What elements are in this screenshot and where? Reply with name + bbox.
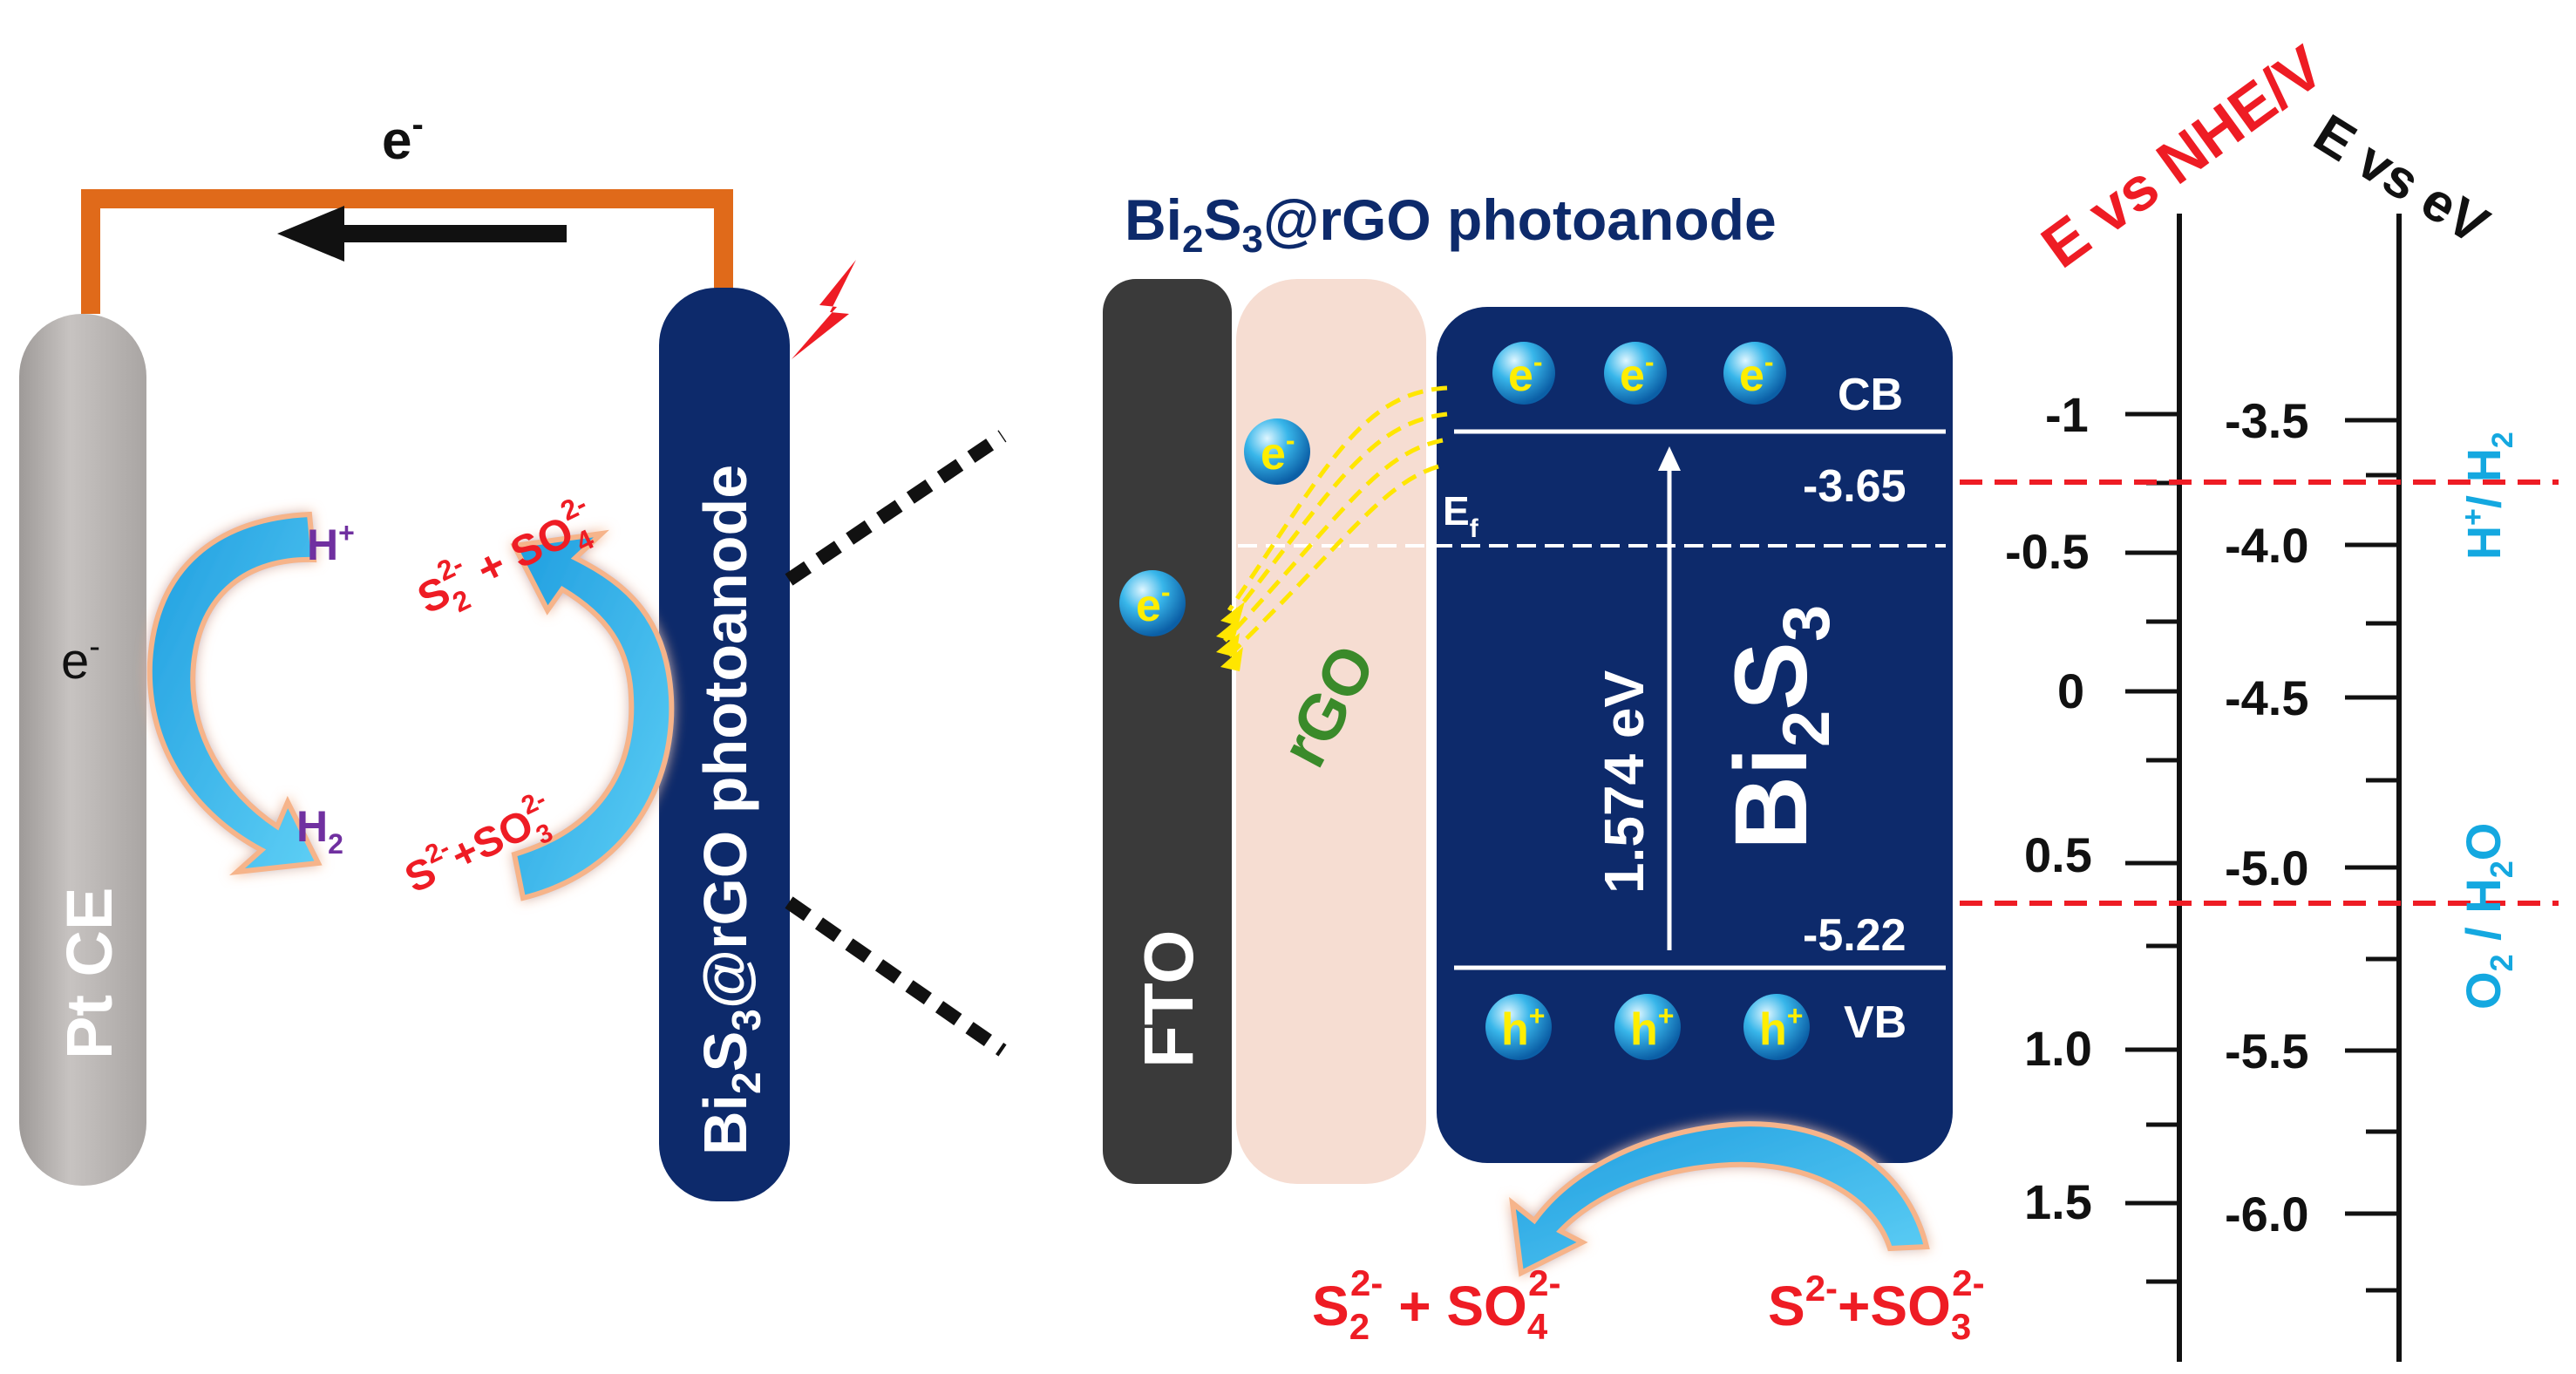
svg-text:h+: h+ <box>1759 1000 1803 1055</box>
material-label: Bi2S3 <box>1714 605 1844 850</box>
h2-label: H2 <box>296 802 343 860</box>
hole-ball: h+ <box>1743 994 1810 1060</box>
nhe-tick-label: 0 <box>2057 663 2084 718</box>
hydrogen-couple-label: H+/ H2 <box>2457 432 2519 560</box>
zoom-oxidation-products: S22- + SO42- <box>1312 1262 1561 1347</box>
nhe-tick-label: -0.5 <box>2005 524 2090 579</box>
fermi-label: Ef <box>1443 488 1479 543</box>
electron-ball: e- <box>1723 342 1786 405</box>
cycle-electron-label: e- <box>61 629 100 690</box>
svg-text:e-: e- <box>1261 425 1295 480</box>
photoanode-electrode: Bi2S3@rGO photoanode <box>659 288 790 1201</box>
bi2s3-block: CB VB -3.65 -5.22 Ef 1.574 eV Bi2S3 <box>1238 307 1953 1163</box>
hole-ball: h+ <box>1485 994 1552 1060</box>
water-couple-label: O2 / H2O <box>2456 823 2519 1010</box>
ev-tick-label: -4.0 <box>2225 518 2309 573</box>
zoom-sulfite-reactants: S2-+SO32- <box>1768 1262 1985 1347</box>
nhe-scale-title: E vs NHE/V <box>2029 32 2335 281</box>
svg-text:e-: e- <box>1620 346 1655 401</box>
circuit-electron-label: e- <box>382 105 424 171</box>
electron-ball: e- <box>1492 342 1555 405</box>
electron-transfer-arrowheads <box>1216 602 1245 671</box>
vb-label: VB <box>1844 997 1907 1048</box>
rgo-layer: rGO <box>1236 279 1426 1184</box>
ev-tick-label: -3.5 <box>2225 393 2309 448</box>
band-gap-label: 1.574 eV <box>1593 670 1655 894</box>
photoanode-label: Bi2S3@rGO photoanode <box>691 465 769 1155</box>
ev-tick-label: -5.5 <box>2225 1024 2309 1078</box>
svg-text:e-: e- <box>1136 576 1171 631</box>
hole-oxidation-arrow <box>1509 1121 1930 1277</box>
electron-transfer-paths <box>1223 385 1448 657</box>
svg-text:e-: e- <box>1508 346 1543 401</box>
zoom-title: Bi2S3@rGO photoanode <box>1125 187 1777 261</box>
electron-ball: e- <box>1604 342 1667 405</box>
pt-ce-label: Pt CE <box>53 888 126 1059</box>
electron-flow-arrow <box>277 206 567 262</box>
cb-value: -3.65 <box>1803 461 1907 512</box>
counter-electrode-cycle-arrow <box>146 511 323 875</box>
photoanode-cycle-arrow <box>510 529 675 901</box>
external-circuit: e- <box>81 105 733 314</box>
ev-axis: -3.5 -4.0 -4.5 -5.0 -5.5 -6.0 <box>2225 214 2402 1362</box>
pt-counter-electrode: Pt CE <box>19 314 146 1186</box>
nhe-axis: -1 -0.5 0 0.5 1.0 1.5 <box>2005 214 2182 1362</box>
svg-text:h+: h+ <box>1630 1000 1674 1055</box>
ev-tick-label: -6.0 <box>2225 1187 2309 1241</box>
cb-label: CB <box>1838 370 1903 420</box>
vb-value: -5.22 <box>1803 910 1907 961</box>
nhe-tick-label: 1.5 <box>2024 1174 2092 1229</box>
svg-text:e-: e- <box>1739 346 1774 401</box>
ev-tick-label: -5.0 <box>2225 840 2309 895</box>
hole-ball: h+ <box>1614 994 1681 1060</box>
h-plus-label: H+ <box>307 517 355 569</box>
fto-layer: FTO <box>1103 279 1232 1184</box>
svg-text:h+: h+ <box>1501 1000 1545 1055</box>
fto-label: FTO <box>1130 929 1207 1068</box>
zoom-line-top <box>785 430 1007 586</box>
nhe-tick-label: 0.5 <box>2024 827 2092 882</box>
electron-ball: e- <box>1244 418 1310 485</box>
electron-ball: e- <box>1119 570 1186 636</box>
circuit-wire <box>81 189 733 314</box>
zoom-line-bottom <box>785 896 1007 1057</box>
nhe-tick-label: -1 <box>2045 387 2089 442</box>
nhe-tick-label: 1.0 <box>2024 1021 2092 1076</box>
light-bolt-icon <box>792 260 856 359</box>
ev-tick-label: -4.5 <box>2225 670 2309 725</box>
